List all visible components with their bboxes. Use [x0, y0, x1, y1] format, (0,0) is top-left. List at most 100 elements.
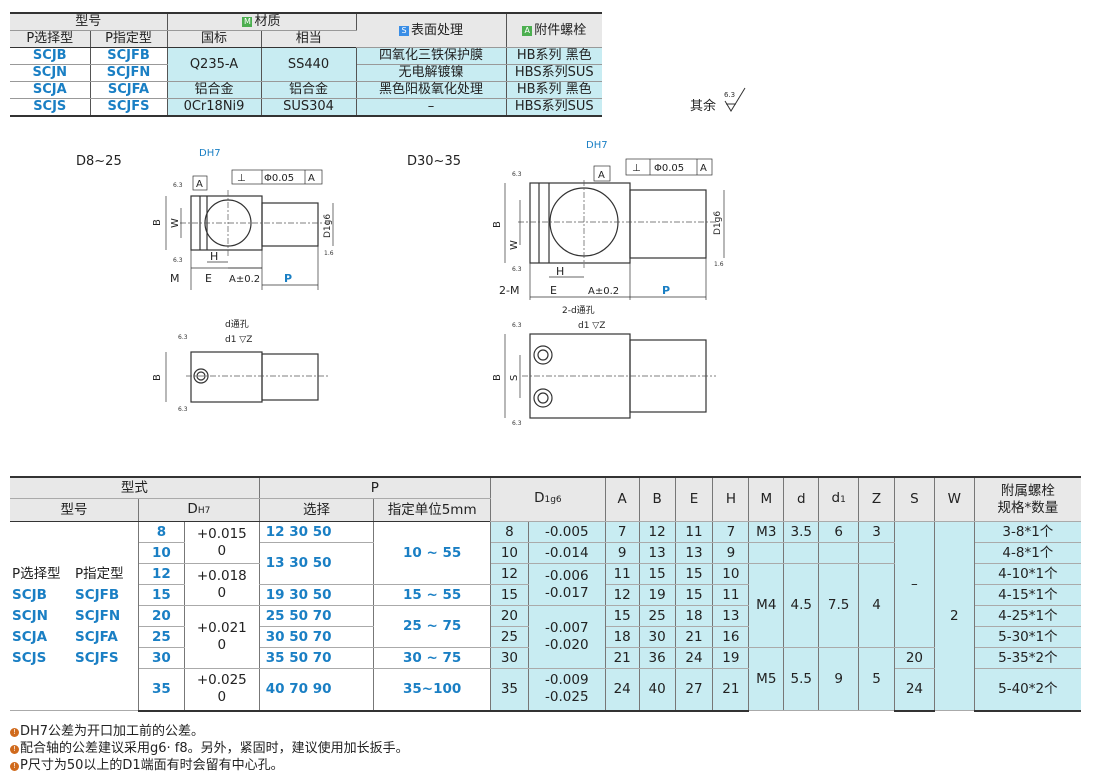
cell-e: 15 [675, 563, 714, 585]
header-h: H [712, 476, 750, 522]
cell-e: 18 [675, 605, 714, 627]
cell-a: 21 [605, 647, 640, 669]
r-mark: 6.3 [173, 257, 183, 264]
header-b: B [639, 476, 676, 522]
header-select: 选择 [259, 498, 375, 522]
cell-b: 13 [639, 542, 676, 564]
cell-bolt: 5-35*2个 [974, 647, 1081, 669]
surface-value: 无电解镀镍 [356, 64, 507, 82]
cell-h: 7 [712, 521, 750, 543]
material-equiv: SS440 [261, 47, 357, 82]
r-mark: 6.3 [512, 420, 522, 427]
model-specify: SCJFN [75, 607, 121, 624]
bolt-value: HB系列 黑色 [506, 47, 602, 65]
cell-b: 30 [639, 626, 676, 648]
dh7-value: 35 [138, 668, 185, 712]
d1-value: 15 [490, 584, 529, 606]
small-dim-m: M [170, 272, 180, 285]
header-model: 型号 [10, 12, 168, 31]
cell-b: 36 [639, 647, 676, 669]
large-dim-2m: 2-M [499, 284, 519, 297]
cell-d: 3.5 [783, 521, 820, 543]
cell-m: M4 [748, 563, 785, 648]
header-p-specify: P指定型 [90, 30, 168, 48]
small-thru-hole: d通孔 [225, 319, 249, 330]
dh7-value: 8 [138, 521, 185, 543]
p-select-values: 12 30 50 [259, 521, 375, 543]
large-dim-b: B [492, 221, 503, 228]
small-centerlines [180, 190, 330, 256]
d1-value: 25 [490, 626, 529, 648]
cell-bolt: 4-25*1个 [974, 605, 1081, 627]
bolt-value: HBS系列SUS [506, 98, 602, 117]
cell-d1: 7.5 [818, 563, 860, 648]
cell-m: M5 [748, 647, 785, 711]
cell-h: 9 [712, 542, 750, 564]
p-select-values: 13 30 50 [259, 542, 375, 585]
r-mark: 6.3 [178, 406, 188, 413]
cell-s: 24 [894, 668, 935, 712]
cell-bolt: 4-8*1个 [974, 542, 1081, 564]
d1-value: 10 [490, 542, 529, 564]
large-thru-hole: 2-d通孔 [562, 305, 595, 316]
r-mark: 6.3 [178, 334, 188, 341]
header-p-select: P选择型 [10, 30, 91, 48]
header-s: S [894, 476, 935, 522]
header-model: 型号 [10, 498, 139, 522]
model-specify: SCJFB [75, 586, 120, 603]
roughness-note-text: 其余 [690, 99, 717, 114]
small-perp: ⊥ [237, 173, 246, 184]
cell-a: 18 [605, 626, 640, 648]
cell-a: 15 [605, 605, 640, 627]
cell-b: 12 [639, 521, 676, 543]
drawing-roughness-marks: 6.3 6.3 6.3 6.3 6.3 6.3 6.3 6.3 1.6 1.6 [173, 171, 724, 427]
header-equiv: 相当 [261, 30, 356, 48]
label-p-specify: P指定型 [75, 565, 124, 582]
small-dim-a: A±0.2 [229, 274, 260, 285]
small-dim-lines [165, 169, 334, 290]
p-unit-range: 15 ~ 55 [373, 584, 491, 606]
dimensions-table: 型式 P D1g6 A B E H M d d1 Z S W 附属螺栓规格*数量… [10, 476, 1081, 712]
p-select-values: 30 50 70 [259, 626, 375, 648]
note-1: !DH7公差为开口加工前的公差。 [10, 723, 409, 740]
large-dh7: DH7 [586, 140, 608, 151]
model-select: SCJB [12, 586, 47, 603]
notes: !DH7公差为开口加工前的公差。 !配合轴的公差建议采用g6· f8。另外，紧固… [10, 723, 409, 774]
small-dim-e: E [205, 272, 212, 285]
header-z: Z [858, 476, 895, 522]
small-dim-p: P [284, 272, 292, 285]
d1-value: 8 [490, 521, 529, 543]
material-gb: 0Cr18Ni9 [167, 98, 262, 117]
header-a: A [605, 476, 640, 522]
roughness-note: 其余 [690, 95, 716, 114]
d1-tolerance: -0.007-0.020 [528, 605, 606, 669]
material-tag: M [242, 17, 253, 27]
cell-d: 5.5 [783, 647, 820, 711]
r-mark: 6.3 [173, 182, 183, 189]
large-dim-lines [504, 158, 725, 300]
model-specify: SCJFS [75, 649, 119, 666]
surface-value: – [356, 98, 507, 117]
small-dh7: DH7 [199, 148, 221, 159]
small-tol: Φ0.05 [264, 173, 294, 184]
cell-m: M3 [748, 521, 785, 543]
dh7-value: 10 [138, 542, 185, 564]
d1-tolerance: -0.006-0.017 [528, 563, 606, 606]
material-gb: Q235-A [167, 47, 262, 82]
material-equiv: 铝合金 [261, 81, 357, 99]
header-w: W [934, 476, 975, 522]
cell-d1: 6 [818, 521, 860, 543]
surface-value: 黑色阳极氧化处理 [356, 81, 507, 99]
cell-b: 15 [639, 563, 676, 585]
cell-bolt: 5-30*1个 [974, 626, 1081, 648]
large-tol: Φ0.05 [654, 163, 684, 174]
cell-a: 11 [605, 563, 640, 585]
cell-b: 40 [639, 668, 676, 712]
model-block: P选择型 SCJB SCJN SCJA SCJS P指定型 SCJFB SCJF… [10, 521, 139, 711]
large-dim-a: A±0.2 [588, 286, 619, 297]
